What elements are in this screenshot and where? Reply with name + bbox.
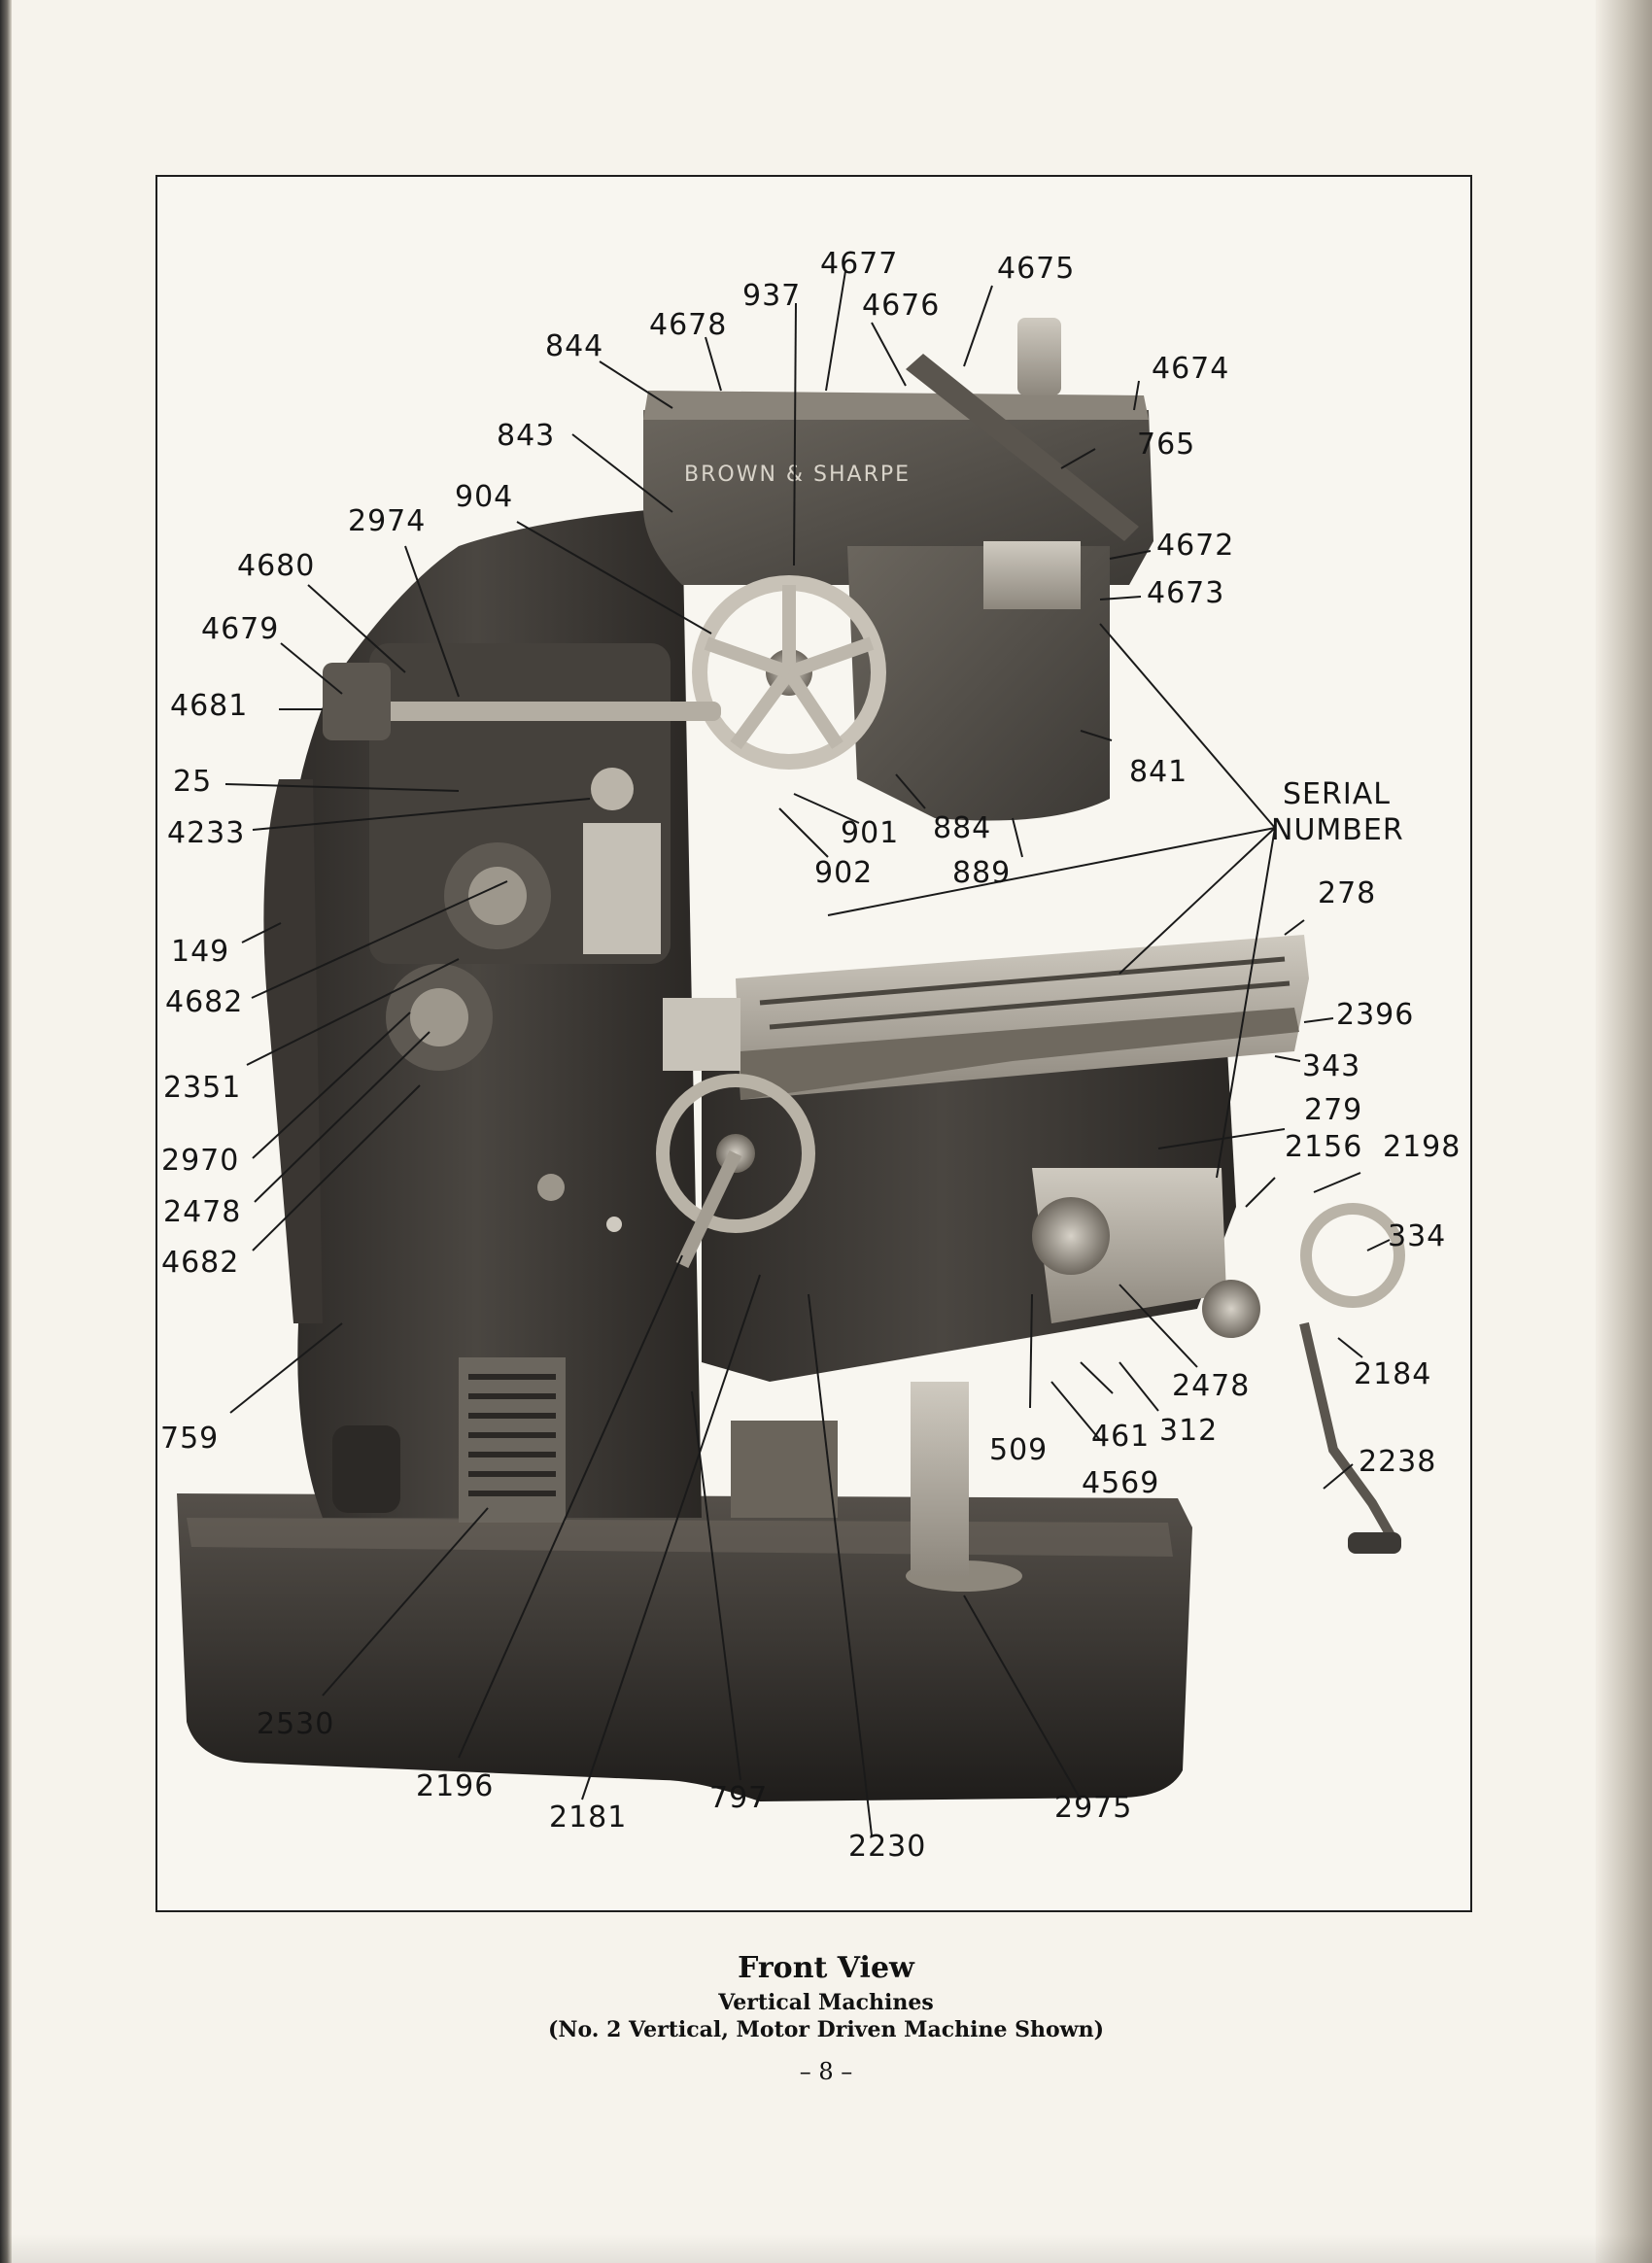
machine-column [263, 507, 702, 1523]
part-label-2478-right: 2478 [1172, 1369, 1251, 1403]
part-label-4681: 4681 [170, 689, 249, 723]
front-handwheel [656, 1074, 1405, 1554]
speed-dials [386, 768, 634, 1071]
part-label-904: 904 [455, 480, 514, 514]
serial-number-label-line1: SERIAL [1283, 777, 1391, 811]
part-label-2198: 2198 [1383, 1130, 1462, 1164]
part-label-4678: 4678 [649, 308, 728, 342]
part-label-334: 334 [1388, 1219, 1447, 1253]
part-label-4677: 4677 [820, 247, 899, 281]
part-label-843: 843 [497, 419, 556, 453]
machine-base [177, 1493, 1192, 1801]
part-label-797: 797 [709, 1781, 769, 1815]
part-label-278: 278 [1318, 876, 1377, 910]
part-label-4672: 4672 [1156, 529, 1235, 563]
part-label-901: 901 [841, 816, 900, 850]
part-label-844: 844 [545, 329, 604, 363]
part-label-4682-upper: 4682 [165, 985, 244, 1019]
part-label-2970: 2970 [161, 1144, 240, 1178]
part-label-4673: 4673 [1147, 576, 1225, 610]
part-label-889: 889 [952, 856, 1012, 890]
page-number: – 8 – [799, 2058, 853, 2085]
caption-subtitle: Vertical Machines [718, 1990, 934, 2015]
part-label-759: 759 [160, 1422, 220, 1456]
part-label-2230: 2230 [848, 1830, 927, 1864]
part-label-2974: 2974 [348, 504, 427, 538]
part-label-2156: 2156 [1285, 1130, 1363, 1164]
page-edge-left [0, 0, 12, 2263]
leader-lines [224, 270, 1391, 1836]
caption-note: (No. 2 Vertical, Motor Driven Machine Sh… [547, 2017, 1105, 2042]
part-label-2975: 2975 [1054, 1791, 1133, 1825]
part-label-509: 509 [989, 1433, 1049, 1467]
part-label-2181: 2181 [549, 1800, 628, 1834]
part-label-461: 461 [1091, 1420, 1151, 1454]
part-label-4682-lower: 4682 [161, 1246, 240, 1280]
machine-knee [702, 1032, 1236, 1576]
part-label-884: 884 [933, 811, 992, 845]
machine-head: BROWN & SHARPE [643, 318, 1153, 821]
part-label-2396: 2396 [1336, 998, 1415, 1032]
handwheel [323, 575, 886, 770]
part-label-149: 149 [171, 935, 230, 969]
part-label-279: 279 [1304, 1093, 1363, 1127]
page-shadow [0, 2234, 1652, 2263]
brand-plate: BROWN & SHARPE [684, 463, 911, 487]
part-label-312: 312 [1159, 1414, 1219, 1448]
part-label-765: 765 [1137, 428, 1196, 462]
part-label-902: 902 [814, 856, 874, 890]
caption-title: Front View [738, 1951, 914, 1985]
part-label-4675: 4675 [997, 252, 1076, 286]
machine-table [663, 935, 1309, 1100]
serial-number-label-line2: NUMBER [1271, 813, 1404, 847]
part-label-343: 343 [1302, 1049, 1361, 1083]
part-label-4676: 4676 [862, 289, 941, 323]
part-label-2530: 2530 [257, 1707, 335, 1741]
figure-frame: BROWN & SHARPE [155, 175, 1472, 1912]
part-label-4679: 4679 [201, 612, 280, 646]
part-label-2184: 2184 [1354, 1357, 1432, 1391]
part-label-4674: 4674 [1152, 352, 1230, 386]
part-label-2238: 2238 [1359, 1445, 1437, 1479]
part-label-4569: 4569 [1082, 1466, 1160, 1500]
part-label-2351: 2351 [163, 1071, 242, 1105]
milling-machine-illustration: BROWN & SHARPE [177, 270, 1405, 1836]
part-label-4233: 4233 [167, 816, 246, 850]
part-label-25: 25 [173, 765, 213, 799]
part-label-2478-left: 2478 [163, 1195, 242, 1229]
part-label-2196: 2196 [416, 1769, 495, 1803]
part-label-4680: 4680 [237, 549, 316, 583]
page-edge-right [1596, 0, 1652, 2263]
part-label-841: 841 [1129, 755, 1188, 789]
part-label-937: 937 [742, 279, 802, 313]
